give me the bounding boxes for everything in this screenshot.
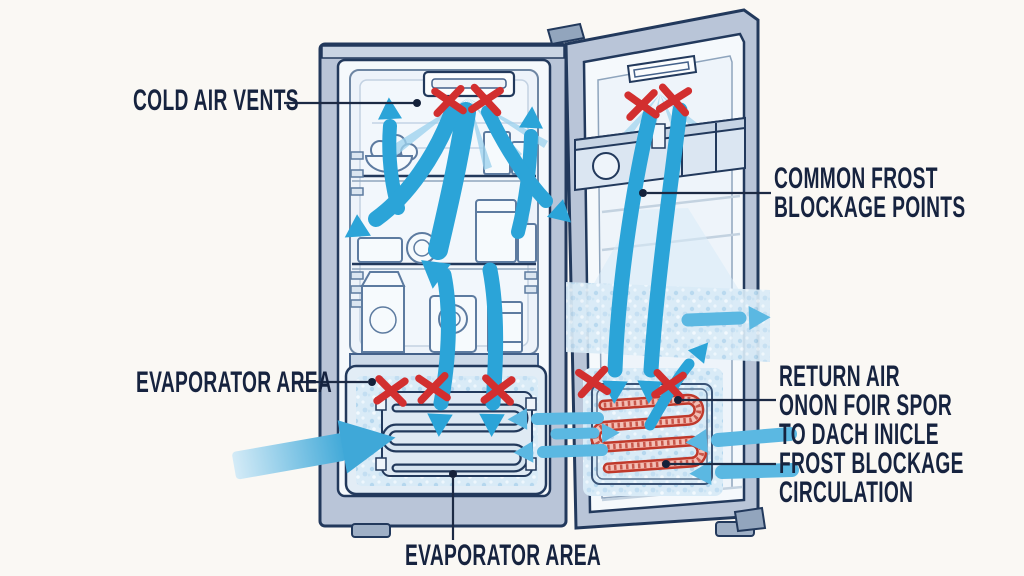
- door-hinge-bottom: [733, 506, 767, 533]
- cold-air-vent: [422, 70, 516, 98]
- airflow-arrow: [531, 412, 604, 425]
- door-bin: [574, 116, 746, 192]
- airflow-arrow: [481, 105, 553, 208]
- label-evaporator-area-bottom: EVAPORATOR AREA: [405, 539, 602, 572]
- label-line: TO DACH INICLE: [779, 418, 939, 451]
- label-line: CIRCULATION: [779, 476, 914, 509]
- label-line: FROST BLOCKAGE: [779, 447, 964, 480]
- airflow-arrow-large: [232, 420, 396, 480]
- door-hinge-top: [546, 22, 586, 46]
- airflow-arrow: [550, 427, 600, 440]
- airflow-arrow: [368, 104, 460, 227]
- airflow-arrow: [607, 107, 658, 378]
- label-line: COMMON FROST: [774, 162, 938, 195]
- shelf-ribs: [350, 151, 538, 308]
- door-vent: [626, 54, 698, 84]
- label-return-air-block: RETURN AIR ONON FOIR SPOR TO DACH INICLE…: [779, 360, 964, 509]
- airflow-arrow: [715, 463, 799, 479]
- airflow-arrows: [232, 96, 799, 486]
- callout-dot: [413, 99, 421, 107]
- label-common-frost-blockage: COMMON FROST BLOCKAGE POINTS: [774, 162, 966, 224]
- airflow-arrow: [711, 427, 797, 447]
- callout-dot: [449, 470, 457, 478]
- callout-dot: [639, 189, 647, 197]
- callout-dot: [368, 378, 376, 386]
- label-line: ONON FOIR SPOR: [779, 389, 953, 422]
- label-line: BLOCKAGE POINTS: [774, 191, 966, 224]
- airflow-arrow: [644, 358, 695, 431]
- label-cold-air-vents: COLD AIR VENTS: [133, 84, 299, 117]
- airflow-arrow: [643, 102, 688, 378]
- airflow-arrow: [537, 444, 608, 458]
- label-line: RETURN AIR: [779, 360, 900, 393]
- callout-dot: [674, 396, 682, 404]
- callout-dot: [662, 460, 670, 468]
- airflow-arrow: [428, 102, 476, 260]
- callout-lines: [284, 99, 776, 540]
- airflow-arrow: [681, 311, 747, 327]
- label-evaporator-area-left: EVAPORATOR AREA: [136, 366, 333, 399]
- fridge-foot: [351, 523, 391, 538]
- airflow-arrow: [433, 267, 456, 411]
